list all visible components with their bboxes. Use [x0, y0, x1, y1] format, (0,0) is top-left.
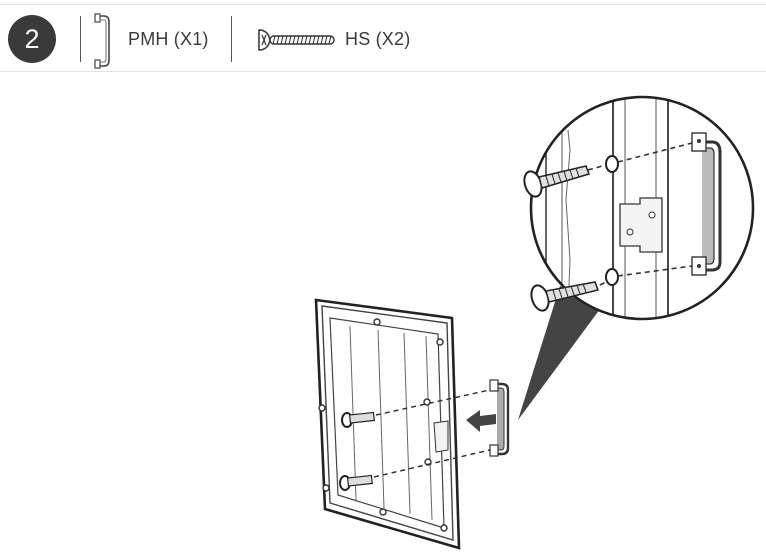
separator: [231, 16, 232, 62]
zoom-screw: [523, 165, 590, 198]
panel-screw: [341, 411, 375, 428]
assembly-illustration: [314, 95, 755, 550]
separator: [80, 16, 81, 62]
zoom-detail: [545, 97, 669, 319]
step-number-badge: 2: [8, 15, 56, 63]
bracket-handle-icon: [94, 13, 110, 69]
top-divider: [0, 4, 766, 5]
step-header: 2 PMH (X1) HS (X2): [0, 0, 766, 72]
handle-part: [489, 379, 510, 457]
zoom-leader: [518, 286, 603, 420]
part-label-hs: HS (X2): [345, 29, 411, 49]
screw-icon: [258, 29, 335, 51]
rear-panel: [314, 298, 461, 550]
panel-screw: [339, 474, 373, 491]
zoom-handle: [691, 132, 722, 276]
zoom-screw: [530, 281, 599, 312]
insert-arrow-icon: [466, 410, 496, 432]
part-label-pmh: PMH (X1): [128, 29, 209, 49]
bottom-divider: [0, 71, 766, 72]
